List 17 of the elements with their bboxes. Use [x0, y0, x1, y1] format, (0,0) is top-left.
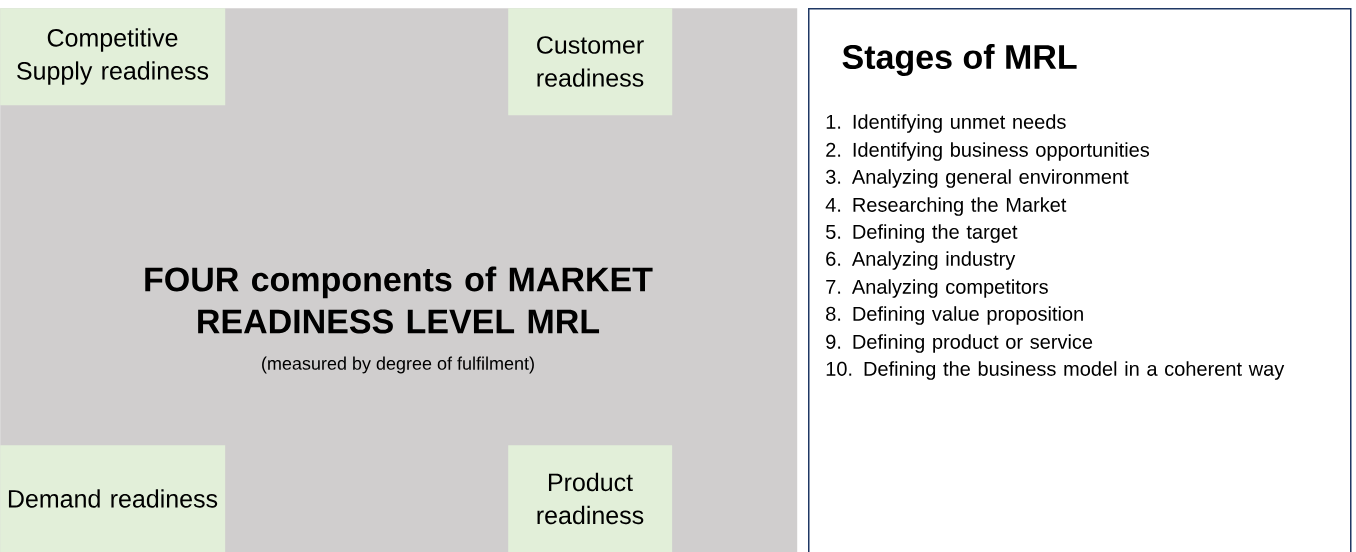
- readiness-box: Product readiness: [508, 445, 673, 552]
- list-item: 9. Defining product or service: [826, 334, 1093, 353]
- list-item: 7. Analyzing competitors: [826, 279, 1048, 298]
- list-item: 2. Identifying business opportunities: [826, 142, 1150, 161]
- subtitle: (measured by degree of fulfilment): [262, 356, 534, 374]
- readiness-box: Customer readiness: [508, 8, 673, 116]
- readiness-box: Competitive Supply readiness: [0, 8, 226, 106]
- list-item: 4. Researching the Market: [825, 197, 1067, 216]
- title: FOUR components of MARKET READINESS LEVEL MRL: [145, 266, 653, 334]
- heading: Stages of MRL: [842, 44, 1077, 76]
- list-item: 6. Analyzing industry: [826, 251, 1016, 270]
- list-item: 1. Identifying unmet needs: [826, 114, 1066, 133]
- list-item: 8. Defining value proposition: [826, 306, 1083, 325]
- list-item: 10. Defining the business model in a coherent way: [826, 361, 1285, 380]
- readiness-box: Demand readiness: [0, 445, 226, 552]
- list-item: 5. Defining the target: [826, 224, 1018, 243]
- list-item: 3. Analyzing general environment: [826, 169, 1129, 188]
